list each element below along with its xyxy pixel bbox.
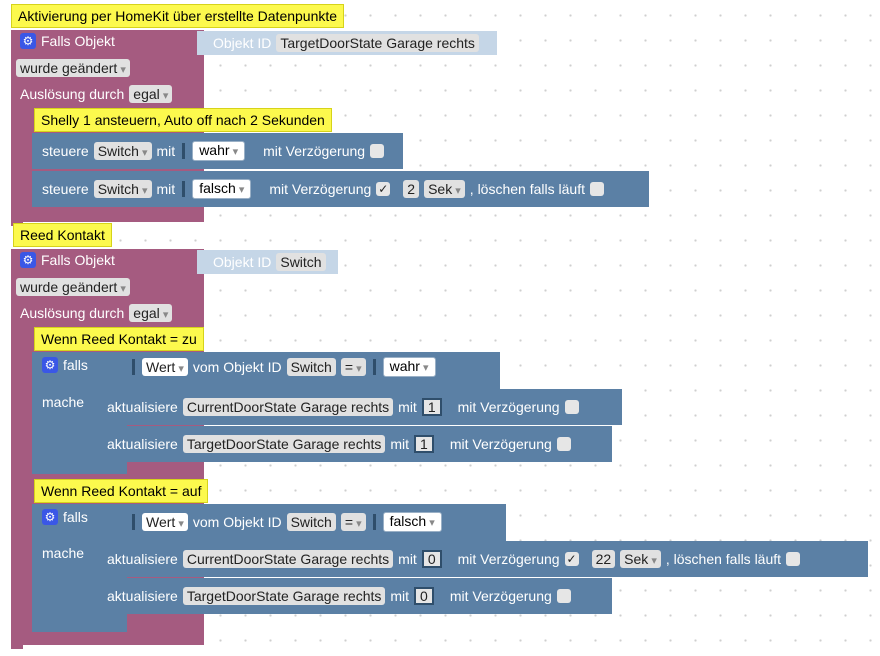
control-label: steuere [42,143,89,159]
script1-object-id-block[interactable]: Objekt ID TargetDoorState Garage rechts [197,31,497,55]
compare-value-dropdown[interactable]: wahr [382,357,436,377]
update-value-field[interactable]: 0 [421,550,442,568]
update-block-3[interactable]: aktualisiere CurrentDoorState Garage rec… [97,541,868,577]
cond-object-field[interactable]: Switch [286,513,336,531]
if2-header: ⚙ falls [42,507,88,527]
control-value-dropdown[interactable]: falsch [192,179,252,199]
clear-checkbox[interactable] [786,552,801,566]
script1-comment[interactable]: Aktivierung per HomeKit über erstellte D… [11,4,345,28]
update-with: mit [390,436,410,452]
control-block-2[interactable]: steuere Switch mit falsch mit Verzögerun… [32,171,649,207]
control-with: mit [156,181,176,197]
gear-icon[interactable]: ⚙ [20,33,36,49]
script2-trigger-header: ⚙ Falls Objekt [20,250,115,270]
control-label: steuere [42,181,89,197]
clear-checkbox[interactable] [589,182,604,196]
cond-value-dropdown[interactable]: Wert [142,358,188,376]
update-value-field[interactable]: 0 [414,587,434,605]
update-block-1[interactable]: aktualisiere CurrentDoorState Garage rec… [97,389,622,425]
delay-label: mit Verzögerung [269,181,372,197]
delay-label: mit Verzögerung [449,436,552,452]
update-object-field[interactable]: CurrentDoorState Garage rechts [182,398,394,416]
script2-trigger-cap [11,645,23,649]
update-object-field[interactable]: CurrentDoorState Garage rechts [182,550,394,568]
update-label: aktualisiere [107,551,178,567]
trigger-by-dropdown[interactable]: egal [129,304,173,322]
delay-checkbox[interactable] [564,400,579,414]
trigger-by-row: Auslösung durch egal [20,303,173,323]
do-label: mache [42,545,85,561]
if1-comment[interactable]: Wenn Reed Kontakt = zu [34,327,204,351]
cond-of-object: vom Objekt ID [192,359,282,375]
gear-icon[interactable]: ⚙ [20,252,36,268]
object-id-field[interactable]: TargetDoorState Garage rechts [276,34,479,52]
update-with: mit [398,551,417,567]
mode-dropdown[interactable]: wurde geändert [16,59,130,77]
object-id-field[interactable]: Switch [276,253,326,271]
update-object-field[interactable]: TargetDoorState Garage rechts [182,435,386,453]
update-label: aktualisiere [107,588,178,604]
trigger-by-row: Auslösung durch egal [20,84,173,104]
if-label: falls [63,357,88,373]
if2-condition[interactable]: Wert vom Objekt ID Switch = falsch [130,512,442,532]
update-block-4[interactable]: aktualisiere TargetDoorState Garage rech… [97,578,612,614]
unit-dropdown[interactable]: Sek [424,180,465,198]
if-label: falls [63,509,88,525]
clear-label: , löschen falls läuft [665,551,782,567]
delay-label: mit Verzögerung [263,143,366,159]
control-block-1[interactable]: steuere Switch mit wahr mit Verzögerung [32,133,403,169]
update-label: aktualisiere [107,436,178,452]
gear-icon[interactable]: ⚙ [42,509,58,525]
cond-object-field[interactable]: Switch [286,358,336,376]
trigger-label: Falls Objekt [41,252,115,268]
if1-header: ⚙ falls [42,355,88,375]
delay-value-field[interactable]: 2 [403,180,420,198]
update-object-field[interactable]: TargetDoorState Garage rechts [182,587,386,605]
delay-checkbox[interactable]: ✓ [564,552,579,566]
operator-dropdown[interactable]: = [340,513,366,531]
trigger-by-label: Auslösung durch [20,86,125,102]
operator-dropdown[interactable]: = [340,358,366,376]
script1-inner-comment[interactable]: Shelly 1 ansteuern, Auto off nach 2 Seku… [34,108,332,132]
if1-condition[interactable]: Wert vom Objekt ID Switch = wahr [130,357,436,377]
delay-label: mit Verzögerung [449,588,552,604]
update-label: aktualisiere [107,399,178,415]
delay-checkbox[interactable] [370,144,385,158]
mode-dropdown[interactable]: wurde geändert [16,278,130,296]
compare-value-dropdown[interactable]: falsch [382,512,442,532]
delay-value-field[interactable]: 22 [591,550,616,568]
cond-value-dropdown[interactable]: Wert [142,513,188,531]
if2-comment[interactable]: Wenn Reed Kontakt = auf [34,479,209,503]
delay-label: mit Verzögerung [457,551,560,567]
update-with: mit [390,588,410,604]
delay-checkbox[interactable] [556,437,571,451]
do-label: mache [42,394,85,410]
object-id-label: Objekt ID [213,254,272,270]
script1-trigger-header: ⚙ Falls Objekt [20,31,115,51]
script2-object-id-block[interactable]: Objekt ID Switch [197,250,338,274]
gear-icon[interactable]: ⚙ [42,357,58,373]
delay-checkbox[interactable]: ✓ [376,182,391,196]
control-with: mit [156,143,176,159]
cond-of-object: vom Objekt ID [192,514,282,530]
control-object-dropdown[interactable]: Switch [93,180,152,198]
trigger-by-dropdown[interactable]: egal [129,85,173,103]
control-value-dropdown[interactable]: wahr [192,141,246,161]
delay-label: mit Verzögerung [457,399,560,415]
clear-label: , löschen falls läuft [469,181,585,197]
script2-comment[interactable]: Reed Kontakt [13,223,112,247]
trigger-label: Falls Objekt [41,33,115,49]
update-with: mit [398,399,417,415]
trigger-by-label: Auslösung durch [20,305,125,321]
object-id-label: Objekt ID [213,35,272,51]
delay-checkbox[interactable] [556,589,571,603]
control-object-dropdown[interactable]: Switch [93,142,152,160]
unit-dropdown[interactable]: Sek [620,550,661,568]
update-value-field[interactable]: 1 [421,398,442,416]
update-value-field[interactable]: 1 [414,435,434,453]
update-block-2[interactable]: aktualisiere TargetDoorState Garage rech… [97,426,612,462]
